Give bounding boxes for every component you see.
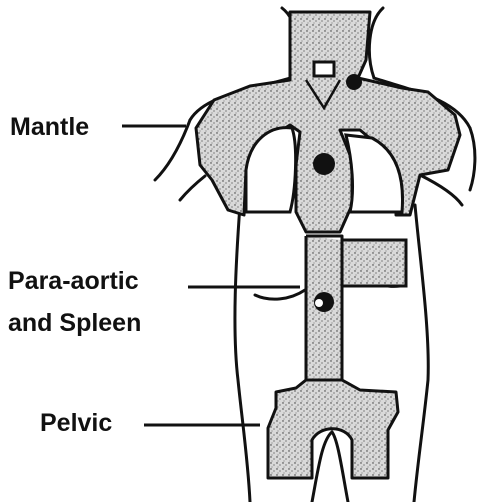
paraaortic-label-line2: and Spleen [8, 308, 141, 338]
larynx-shield [314, 62, 334, 76]
paraaortic-label-line1: Para-aortic [8, 266, 139, 296]
node-dot-chest [313, 153, 335, 175]
pelvic-field [268, 380, 398, 478]
pelvic-label: Pelvic [40, 408, 112, 438]
mantle-label: Mantle [10, 112, 89, 142]
spleen-field [342, 240, 406, 286]
mantle-field [196, 12, 460, 232]
node-dot-neck [346, 74, 362, 90]
